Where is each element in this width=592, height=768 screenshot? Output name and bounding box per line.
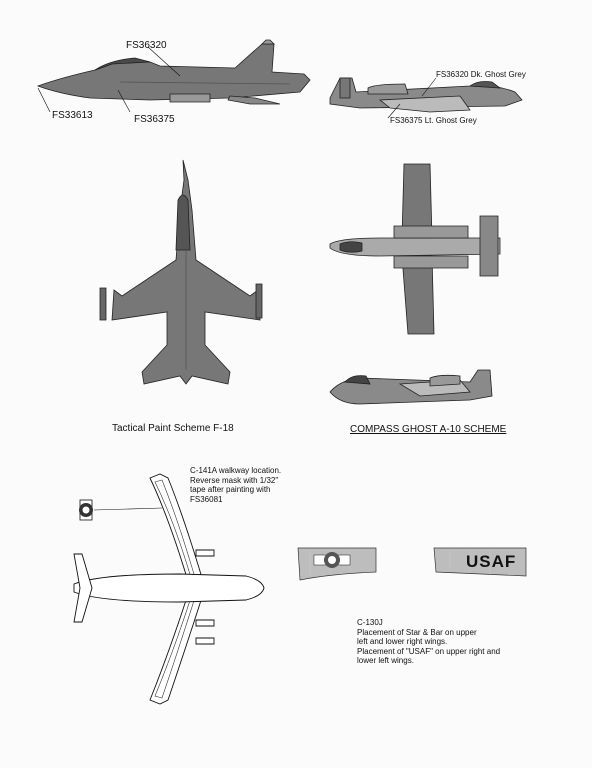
c141-note-line: tape after painting with (190, 485, 271, 494)
c141-note-line: C-141A walkway location. (190, 466, 282, 475)
f18-caption: Tactical Paint Scheme F-18 (112, 423, 234, 434)
f18-fs36320-label: FS36320 (126, 40, 167, 51)
c130-star-bar-icon (313, 552, 351, 568)
f18-fs33613-label: FS33613 (52, 110, 93, 121)
star-bar-insignia-icon (79, 499, 93, 521)
c130-note-line: C-130J (357, 618, 383, 627)
f18-fs36375-label: FS36375 (134, 114, 175, 125)
c141-note-line: FS36081 (190, 494, 223, 504)
c130-note: C-130J Placement of Star & Bar on upper … (357, 618, 500, 666)
a10-caption: COMPASS GHOST A-10 SCHEME (350, 424, 507, 435)
c130-note-line: Placement of "USAF" on upper right and (357, 646, 501, 656)
c141-note-line: Reverse mask with 1/32" (190, 475, 279, 485)
a10-light-ghost-label: FS36375 Lt. Ghost Grey (390, 116, 477, 125)
c141-note: C-141A walkway location. Reverse mask wi… (190, 466, 281, 504)
c130-note-line: lower left wings. (357, 656, 414, 665)
c130-note-line: Placement of Star & Bar on upper (357, 627, 477, 637)
c130-note-line: left and lower right wings. (357, 637, 448, 646)
usaf-marking: USAF (466, 552, 517, 571)
a10-dark-ghost-label: FS36320 Dk. Ghost Grey (436, 70, 526, 79)
